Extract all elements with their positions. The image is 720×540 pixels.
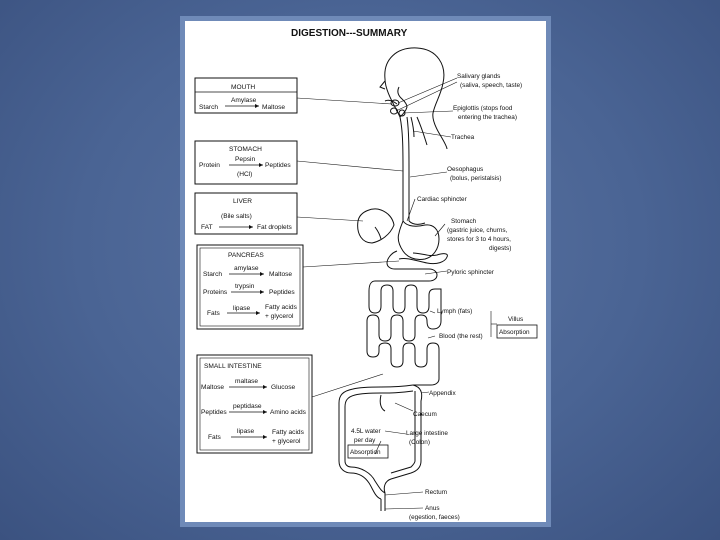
- label-epiglottis-2: entering the trachea): [458, 114, 517, 121]
- pancreas-row1-enzyme: amylase: [234, 265, 259, 272]
- label-pyloric: Pyloric sphincter: [447, 269, 495, 276]
- pancreas-box: PANCREAS Starch amylase Maltose Proteins…: [196, 244, 304, 330]
- stomach-right: Peptides: [265, 162, 291, 169]
- pancreas-row2-left: Proteins: [203, 289, 228, 296]
- si-row3-left: Fats: [208, 434, 222, 441]
- diagram-title: DIGESTION---SUMMARY: [291, 28, 408, 39]
- stomach-left: Protein: [199, 162, 220, 169]
- si-row3-right2: + glycerol: [272, 438, 301, 445]
- villus-absorption-box: [496, 324, 538, 339]
- si-row3-enzyme: lipase: [237, 428, 255, 435]
- label-anus-2: (egestion, faeces): [409, 514, 460, 521]
- label-villus: Villus: [508, 316, 523, 323]
- label-oesophagus-1: Oesophagus: [447, 166, 483, 173]
- small-intestine-box: SMALL INTESTINE Maltose maltase Glucose …: [196, 354, 313, 454]
- label-blood: Blood (the rest): [439, 333, 483, 340]
- pancreas-row3-enzyme: lipase: [233, 305, 251, 312]
- si-row1-right: Glucose: [271, 384, 296, 391]
- label-salivary-2: (saliva, speech, taste): [460, 82, 522, 89]
- digestion-diagram: DIGESTION---SUMMARY MOUTH Starch Amylase…: [194, 28, 538, 521]
- mouth-enzyme: Amylase: [231, 97, 257, 104]
- pancreas-row3-left: Fats: [207, 310, 221, 317]
- diagram-paper: DIGESTION---SUMMARY MOUTH Starch Amylase…: [185, 21, 546, 522]
- pancreas-row2-right: Peptides: [269, 289, 295, 296]
- right-labels: Salivary glands (saliva, speech, taste) …: [347, 73, 538, 521]
- label-rectum: Rectum: [425, 489, 447, 496]
- label-large-1: Large intestine: [406, 430, 448, 437]
- label-trachea: Trachea: [451, 134, 475, 141]
- label-water-2: per day: [354, 437, 376, 444]
- liver-enzyme: (Bile salts): [221, 213, 252, 220]
- label-stomach-3: stores for 3 to 4 hours,: [447, 236, 511, 243]
- anatomy-drawing: [338, 47, 448, 511]
- label-absorption-villus: Absorption: [499, 329, 530, 336]
- head-outline: [384, 47, 448, 150]
- si-row1-enzyme: maltase: [235, 378, 258, 385]
- si-row2-left: Peptides: [201, 409, 227, 416]
- label-cardiac: Cardiac sphincter: [417, 196, 468, 203]
- pancreas-row1-right: Maltose: [269, 271, 292, 278]
- si-row1-left: Maltose: [201, 384, 224, 391]
- stomach-enzyme: Pepsin: [235, 156, 255, 163]
- mouth-header: MOUTH: [231, 84, 255, 91]
- small-intestine-coils: [366, 250, 442, 386]
- liver-right: Fat droplets: [257, 224, 293, 231]
- label-stomach-4: digests): [489, 245, 511, 252]
- stomach-shape: [397, 220, 440, 260]
- pancreas-row1-left: Starch: [203, 271, 222, 278]
- label-epiglottis-1: Epiglottis (stops food: [453, 105, 513, 112]
- mouth-right: Maltose: [262, 104, 285, 111]
- stomach-note: (HCl): [237, 171, 252, 178]
- label-appendix: Appendix: [429, 390, 456, 397]
- si-row3-right: Fatty acids: [272, 429, 305, 436]
- liver-box: LIVER (Bile salts) FAT Fat droplets: [194, 192, 298, 235]
- label-water-1: 4.5L water: [351, 428, 381, 435]
- label-large-2: (Colon): [409, 439, 430, 446]
- label-oesophagus-2: (bolus, peristalsis): [450, 175, 502, 182]
- pancreas-row3-right: Fatty acids: [265, 304, 298, 311]
- pancreas-row2-enzyme: trypsin: [235, 283, 255, 290]
- pancreas-shape: [398, 252, 448, 265]
- label-stomach-1: Stomach: [451, 218, 477, 225]
- mouth-box: MOUTH Starch Amylase Maltose: [194, 77, 298, 114]
- large-intestine: [338, 384, 414, 500]
- leader-lines: [296, 77, 458, 510]
- liver-header: LIVER: [233, 198, 252, 205]
- label-stomach-2: (gastric juice, churns,: [447, 227, 508, 234]
- water-absorption-box: [347, 444, 389, 459]
- label-salivary-1: Salivary glands: [457, 73, 500, 80]
- mouth-left: Starch: [199, 104, 218, 111]
- stomach-header: STOMACH: [229, 146, 262, 153]
- si-row2-right: Amino acids: [270, 409, 307, 416]
- label-anus-1: Anus: [425, 505, 440, 512]
- oesophagus-tube: [399, 116, 404, 221]
- label-absorption-water: Absorption: [350, 449, 381, 456]
- liver-left: FAT: [201, 224, 213, 231]
- label-caecum: Caecum: [413, 411, 437, 418]
- small-intestine-header: SMALL INTESTINE: [204, 363, 262, 370]
- liver-shape: [357, 208, 395, 244]
- stomach-box: STOMACH Protein Pepsin Peptides (HCl): [194, 140, 298, 185]
- si-row2-enzyme: peptidase: [233, 403, 262, 410]
- pancreas-row3-right2: + glycerol: [265, 313, 294, 320]
- label-lymph: Lymph (fats): [437, 308, 472, 315]
- pancreas-header: PANCREAS: [228, 252, 264, 259]
